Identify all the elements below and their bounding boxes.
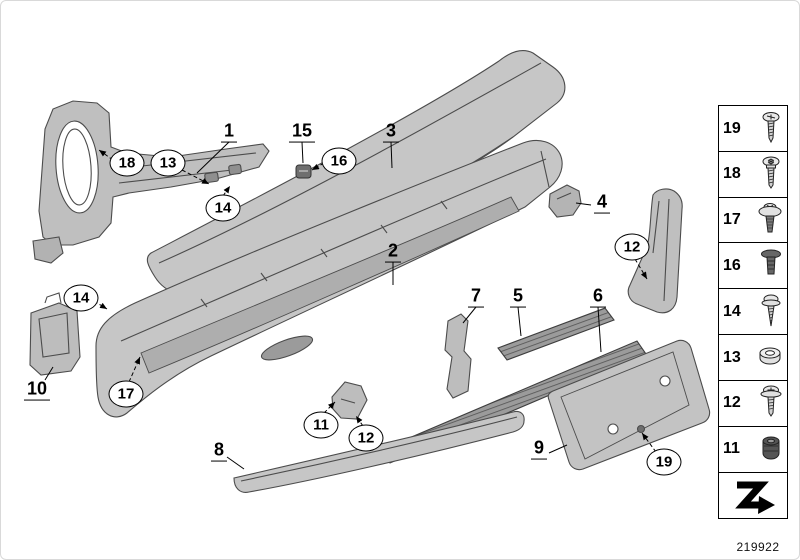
legend-number: 17 [723, 211, 741, 229]
legend-number: 14 [723, 302, 741, 320]
part-15-clip [295, 164, 312, 179]
callout-8[interactable]: 8 [210, 440, 228, 462]
legend-row-11[interactable]: 11 [718, 425, 788, 473]
legend-number: 13 [723, 348, 741, 366]
legend-row-12[interactable]: 12 [718, 379, 788, 427]
part-7-guide-bracket [444, 313, 472, 399]
legend-row-17[interactable]: 17 [718, 196, 788, 244]
callout-14[interactable]: 14 [205, 194, 241, 222]
legend-row-13[interactable]: 13 [718, 334, 788, 382]
part-2-main-bumper [95, 139, 563, 418]
screw-with-washer-icon [756, 201, 784, 239]
plastic-nut-icon [758, 432, 784, 466]
part-1-carrier-bracket [32, 100, 270, 264]
callout-13[interactable]: 13 [150, 149, 186, 177]
legend-row-19[interactable]: 19 [718, 105, 788, 152]
legend-number: 19 [723, 119, 741, 137]
fastener-legend: 19 18 [718, 105, 788, 519]
callout-16[interactable]: 16 [321, 147, 357, 175]
callout-5[interactable]: 5 [509, 286, 527, 308]
legend-number: 16 [723, 256, 741, 274]
callout-18[interactable]: 18 [109, 149, 145, 177]
callout-12b[interactable]: 12 [348, 424, 384, 452]
drawing-number: 219922 [736, 540, 780, 554]
part-9-plate-filler [547, 339, 711, 471]
callout-10[interactable]: 10 [23, 379, 51, 401]
callout-19[interactable]: 19 [646, 448, 682, 476]
part-mounting-bracket [331, 381, 368, 420]
legend-row-symbol[interactable] [718, 471, 788, 519]
torx-screw-icon [758, 155, 784, 193]
pan-head-screw-icon [758, 110, 784, 148]
callout-15[interactable]: 15 [288, 121, 316, 143]
legend-row-14[interactable]: 14 [718, 288, 788, 336]
callout-7[interactable]: 7 [467, 286, 485, 308]
part-4-bracket [548, 184, 582, 218]
legend-number: 11 [723, 440, 740, 458]
callout-2[interactable]: 2 [384, 241, 402, 263]
callout-3[interactable]: 3 [382, 121, 400, 143]
legend-number: 12 [723, 394, 741, 412]
legend-number: 18 [723, 165, 741, 183]
callout-17[interactable]: 17 [108, 380, 144, 408]
part-5-grille-strip [497, 307, 615, 361]
legend-row-18[interactable]: 18 [718, 150, 788, 198]
zigzag-arrow-icon [729, 474, 779, 516]
part-8-lower-trim [233, 410, 525, 493]
flange-screw-icon [758, 384, 784, 422]
callout-9[interactable]: 9 [530, 438, 548, 460]
part-10-bracket [29, 292, 81, 376]
expansion-rivet-icon [758, 247, 784, 285]
callout-12[interactable]: 12 [614, 233, 650, 261]
callout-11[interactable]: 11 [303, 411, 339, 439]
grommet-icon [756, 341, 784, 375]
callout-14b[interactable]: 14 [63, 284, 99, 312]
callout-6[interactable]: 6 [589, 286, 607, 308]
tapping-screw-icon [758, 293, 784, 331]
callout-4[interactable]: 4 [593, 192, 611, 214]
callout-1[interactable]: 1 [220, 121, 238, 143]
legend-row-16[interactable]: 16 [718, 242, 788, 290]
